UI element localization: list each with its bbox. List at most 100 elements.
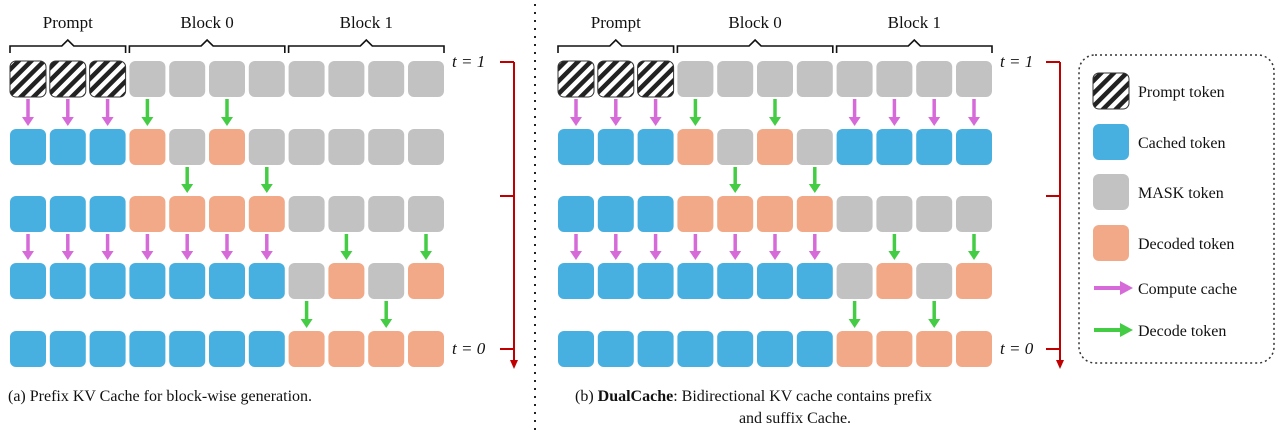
a-token-r2-c10-mask (408, 196, 444, 232)
b-compute-arrow-r0-c2 (649, 99, 662, 126)
b-token-r2-c0-cached (558, 196, 594, 232)
legend-cached-label: Cached token (1138, 135, 1226, 152)
legend-compute-label: Compute cache (1138, 281, 1237, 298)
a-token-r0-c0-prompt (9, 60, 47, 98)
b-compute-arrow-r0-c10 (968, 99, 980, 126)
b-token-r2-c2-cached (637, 196, 674, 232)
b-token-r1-c0-cached (558, 129, 594, 165)
a-token-r4-c7-decoded (288, 331, 325, 367)
b-compute-arrow-r2-c0 (570, 234, 582, 260)
a-token-r0-c9-mask (368, 61, 405, 97)
b-token-r3-c3-cached (677, 263, 714, 299)
b-brace-2 (835, 38, 993, 53)
b-compute-arrow-r0-c1 (609, 99, 622, 126)
b-token-r3-c5-cached (757, 263, 793, 299)
b-token-r1-c6-mask (796, 129, 833, 165)
b-token-r0-c0-prompt (557, 60, 595, 98)
b-compute-arrow-r2-c2 (649, 234, 662, 260)
b-token-r3-c10-decoded (956, 263, 992, 299)
b-token-r4-c5-cached (757, 331, 793, 367)
a-compute-arrow-r2-c6 (260, 234, 273, 260)
legend-compute-arrowhead (1120, 281, 1133, 295)
caption-a: (a) Prefix KV Cache for block-wise gener… (8, 388, 313, 405)
a-token-r1-c10-mask (408, 129, 444, 165)
b-brace-0 (557, 38, 675, 53)
a-token-r3-c6-cached (248, 263, 285, 299)
b-token-r3-c8-decoded (876, 263, 913, 299)
a-brace-1 (128, 38, 286, 53)
b-token-r3-c9-mask (916, 263, 953, 299)
a-decode-arrow-r2-c8 (340, 234, 353, 260)
b-token-r2-c3-decoded (677, 196, 714, 232)
b-brace-1 (676, 38, 834, 53)
a-group-label-2: Block 1 (340, 13, 393, 32)
caption-b-rest: : Bidirectional KV cache contains prefix (673, 388, 932, 405)
b-token-r4-c7-decoded (836, 331, 873, 367)
a-token-r3-c4-cached (169, 263, 206, 299)
legend-decoded-swatch (1093, 225, 1129, 261)
a-token-r3-c10-decoded (408, 263, 444, 299)
a-decode-arrow-r0-c3 (141, 99, 154, 126)
a-compute-arrow-r2-c5 (221, 234, 233, 260)
a-group-label-0: Prompt (43, 13, 93, 32)
b-token-r1-c5-decoded (757, 129, 793, 165)
b-token-r0-c9-mask (916, 61, 953, 97)
a-token-r3-c1-cached (49, 263, 86, 299)
legend-decode-label: Decode token (1138, 323, 1226, 340)
b-token-r2-c8-mask (876, 196, 913, 232)
b-timeline-arrowhead (1056, 360, 1064, 369)
a-token-r2-c6-decoded (248, 196, 285, 232)
a-token-r2-c7-mask (288, 196, 325, 232)
b-token-r4-c10-decoded (956, 331, 992, 367)
a-decode-arrow-r0-c5 (221, 99, 233, 126)
a-token-r3-c8-decoded (328, 263, 365, 299)
b-token-r4-c0-cached (558, 331, 594, 367)
a-brace-0 (9, 38, 127, 53)
a-decode-arrow-r1-c6 (260, 167, 273, 193)
b-token-r3-c7-mask (836, 263, 873, 299)
a-token-r2-c9-mask (368, 196, 405, 232)
a-token-r2-c3-decoded (129, 196, 166, 232)
a-token-r3-c9-mask (368, 263, 405, 299)
a-token-r2-c0-cached (10, 196, 46, 232)
b-decode-arrow-r3-c7 (848, 301, 861, 328)
b-token-r4-c9-decoded (916, 331, 953, 367)
a-compute-arrow-r0-c0 (22, 99, 34, 126)
b-compute-arrow-r2-c3 (689, 234, 702, 260)
b-token-r3-c0-cached (558, 263, 594, 299)
b-token-r4-c8-decoded (876, 331, 913, 367)
caption-b: (b) DualCache: Bidirectional KV cache co… (575, 386, 1035, 430)
b-decode-arrow-r1-c4 (729, 167, 742, 193)
a-token-r1-c5-decoded (209, 129, 245, 165)
a-token-r4-c3-cached (129, 331, 166, 367)
b-token-r0-c2-prompt (637, 60, 675, 98)
b-token-r0-c6-mask (796, 61, 833, 97)
a-token-r2-c1-cached (49, 196, 86, 232)
a-decode-arrow-r1-c4 (181, 167, 194, 193)
legend-decoded-label: Decoded token (1138, 236, 1234, 253)
b-token-r0-c8-mask (876, 61, 913, 97)
b-token-r1-c7-cached (836, 129, 873, 165)
b-token-r1-c10-cached (956, 129, 992, 165)
a-decode-arrow-r3-c7 (300, 301, 313, 328)
b-token-r1-c8-cached (876, 129, 913, 165)
b-token-r1-c3-decoded (677, 129, 714, 165)
a-token-r4-c6-cached (248, 331, 285, 367)
b-compute-arrow-r0-c9 (928, 99, 941, 126)
a-token-r3-c3-cached (129, 263, 166, 299)
b-group-label-2: Block 1 (888, 13, 941, 32)
a-token-r0-c4-mask (169, 61, 206, 97)
a-token-r1-c0-cached (10, 129, 46, 165)
a-compute-arrow-r0-c2 (101, 99, 114, 126)
b-token-r2-c1-cached (597, 196, 634, 232)
b-token-r4-c1-cached (597, 331, 634, 367)
a-compute-arrow-r2-c0 (22, 234, 34, 260)
a-timeline-arrowhead (510, 360, 518, 369)
a-token-r4-c9-decoded (368, 331, 405, 367)
b-decode-arrow-r2-c10 (968, 234, 980, 260)
a-token-r4-c0-cached (10, 331, 46, 367)
a-token-r0-c5-mask (209, 61, 245, 97)
a-t-bottom-label: t = 0 (452, 339, 486, 358)
